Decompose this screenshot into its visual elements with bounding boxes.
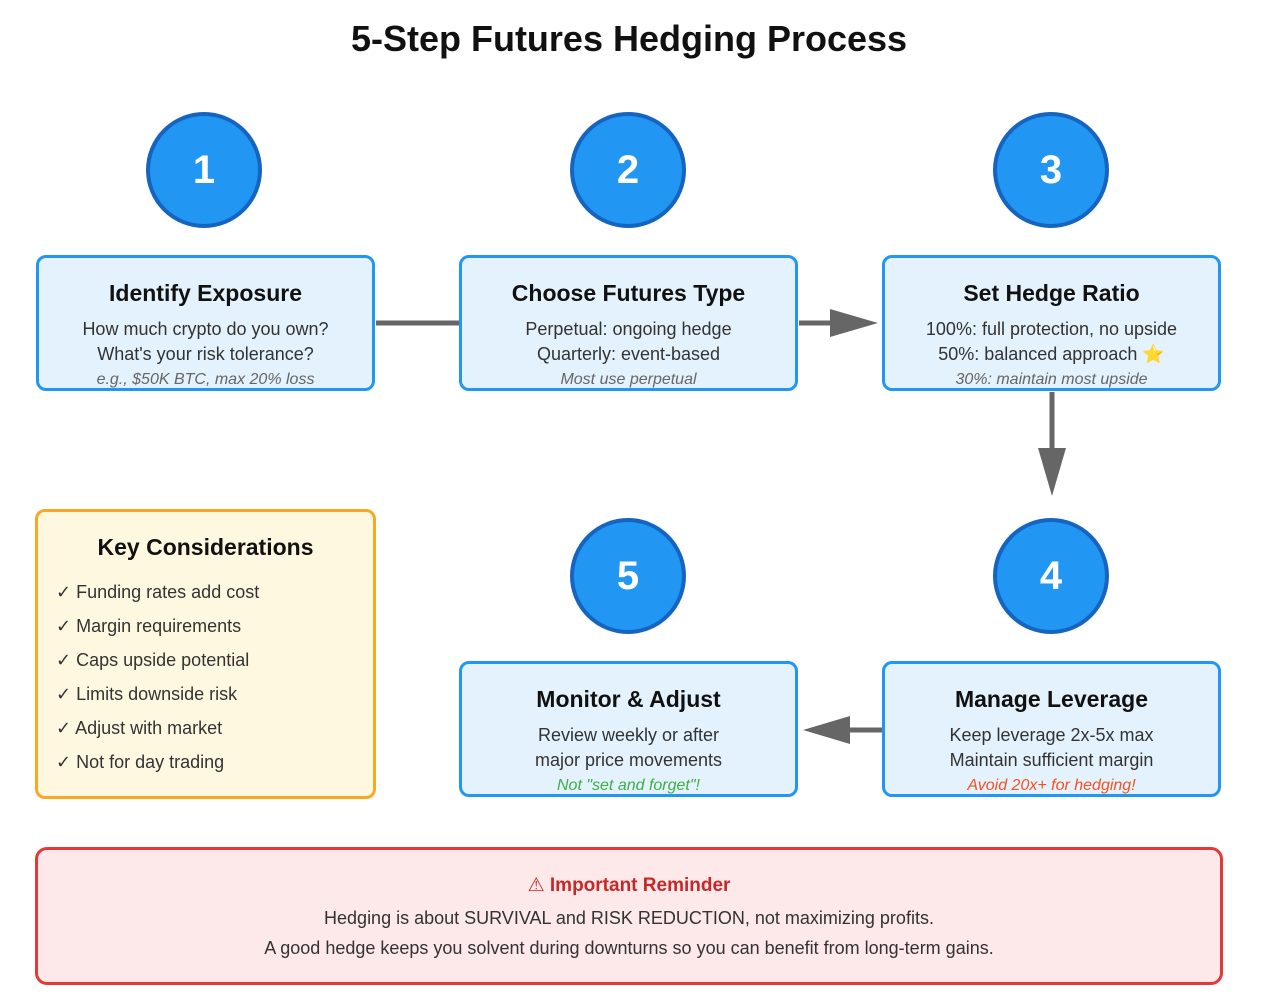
- arrow-4-5: [803, 716, 882, 744]
- check-icon: ✓: [56, 752, 72, 772]
- step-5-box: Monitor & Adjust Review weekly or after …: [459, 661, 798, 797]
- warning-icon: ⚠: [527, 875, 545, 896]
- step-4-box: Manage Leverage Keep leverage 2x-5x max …: [882, 661, 1221, 797]
- step-4-number-badge: 4: [993, 518, 1109, 634]
- check-icon: ✓: [56, 616, 72, 636]
- arrow-3-4: [1038, 392, 1066, 496]
- step-5-title: Monitor & Adjust: [536, 686, 721, 712]
- step-3-line2: 50%: balanced approach: [938, 344, 1138, 364]
- key-considerations-title: Key Considerations: [97, 534, 314, 560]
- list-item: ✓ Caps upside potential: [56, 643, 373, 677]
- important-reminder-panel: ⚠ Important Reminder Hedging is about SU…: [35, 847, 1223, 985]
- star-icon: ⭐: [1142, 344, 1165, 364]
- list-item-label: Adjust with market: [75, 718, 223, 738]
- step-4-line1: Keep leverage 2x-5x max: [949, 725, 1154, 745]
- step-2-note: Most use perpetual: [560, 371, 697, 388]
- reminder-title: Important Reminder: [549, 875, 731, 896]
- step-4-note: Avoid 20x+ for hedging!: [967, 777, 1136, 794]
- step-5-note: Not "set and forget"!: [557, 777, 700, 794]
- step-4-line2: Maintain sufficient margin: [949, 750, 1154, 770]
- step-1-title: Identify Exposure: [109, 280, 302, 306]
- step-5-number-badge: 5: [570, 518, 686, 634]
- step-5-line2: major price movements: [534, 750, 723, 770]
- list-item-label: Limits downside risk: [76, 684, 238, 704]
- step-3-note: 30%: maintain most upside: [955, 371, 1148, 388]
- step-1-number-badge: 1: [146, 112, 262, 228]
- step-1-line1: How much crypto do you own?: [82, 319, 329, 339]
- check-icon: ✓: [56, 684, 72, 704]
- step-2-box: Choose Futures Type Perpetual: ongoing h…: [459, 255, 798, 391]
- key-considerations-panel: Key Considerations ✓ Funding rates add c…: [35, 509, 376, 799]
- reminder-title-row: ⚠ Important Reminder: [38, 874, 1220, 897]
- step-2-number-badge: 2: [570, 112, 686, 228]
- reminder-line1: Hedging is about SURVIVAL and RISK REDUC…: [324, 908, 934, 928]
- step-3-line1: 100%: full protection, no upside: [925, 319, 1178, 339]
- step-3-title: Set Hedge Ratio: [963, 280, 1140, 306]
- step-1-line2: What's your risk tolerance?: [97, 344, 314, 364]
- step-2-line2: Quarterly: event-based: [536, 344, 721, 364]
- list-item: ✓ Limits downside risk: [56, 677, 373, 711]
- list-item-label: Funding rates add cost: [76, 582, 260, 602]
- step-5-line1: Review weekly or after: [537, 725, 720, 745]
- step-3-line2-row: 50%: balanced approach ⭐: [885, 342, 1218, 367]
- step-1-note: e.g., $50K BTC, max 20% loss: [96, 371, 315, 388]
- key-considerations-list: ✓ Funding rates add cost ✓ Margin requir…: [38, 575, 373, 779]
- list-item: ✓ Adjust with market: [56, 711, 373, 745]
- step-4-title: Manage Leverage: [954, 686, 1149, 712]
- check-icon: ✓: [56, 582, 72, 602]
- step-3-number-badge: 3: [993, 112, 1109, 228]
- check-icon: ✓: [56, 650, 72, 670]
- step-2-line1: Perpetual: ongoing hedge: [525, 319, 732, 339]
- step-1-box: Identify Exposure How much crypto do you…: [36, 255, 375, 391]
- list-item: ✓ Margin requirements: [56, 609, 373, 643]
- step-2-title: Choose Futures Type: [511, 280, 746, 306]
- diagram-title: 5-Step Futures Hedging Process: [350, 18, 908, 59]
- reminder-line2: A good hedge keeps you solvent during do…: [264, 938, 994, 958]
- arrow-2-3: [799, 309, 878, 337]
- list-item-label: Margin requirements: [76, 616, 242, 636]
- check-icon: ✓: [56, 718, 72, 738]
- list-item: ✓ Funding rates add cost: [56, 575, 373, 609]
- list-item-label: Not for day trading: [76, 752, 225, 772]
- step-3-box: Set Hedge Ratio 100%: full protection, n…: [882, 255, 1221, 391]
- list-item: ✓ Not for day trading: [56, 745, 373, 779]
- list-item-label: Caps upside potential: [76, 650, 250, 670]
